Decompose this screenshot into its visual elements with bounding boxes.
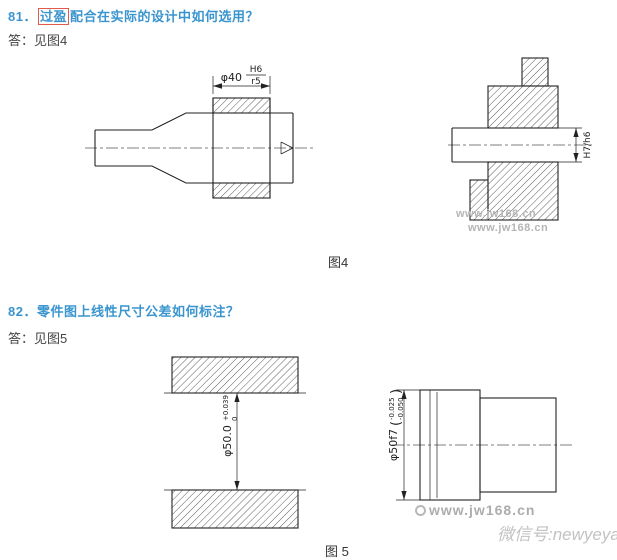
shaft-right-section: [479, 397, 557, 493]
hub-top-boss: [521, 57, 549, 87]
dim-arrow-down: [401, 491, 407, 500]
watermark-fig5: www.jw168.cn: [415, 502, 535, 518]
hub-body-bottom: [487, 161, 559, 221]
shaft-outline: [94, 112, 294, 184]
fig4-fit-label: H7/h6: [583, 131, 593, 158]
figure-4-drawing: φ40 H6 r5 H7/h6: [85, 57, 593, 221]
fig4-dim-value: φ40: [221, 71, 242, 84]
bore-wall-bottom: [171, 489, 299, 529]
answer-81: 答：见图4: [8, 33, 68, 48]
fig5-bore-dim: φ50.0: [221, 425, 234, 457]
question-81-title: 81．过盈配合在实际的设计中如何选用？: [8, 6, 259, 25]
hub-section-bottom: [212, 182, 271, 199]
wechat-watermark: 微信号:newyeya: [497, 525, 617, 544]
hub-foot: [469, 179, 489, 221]
fig5-bore-drawing: φ50.0 +0.039 0: [164, 356, 306, 529]
hub-body-top: [487, 85, 559, 129]
fig4-shaft-drawing: φ40 H6 r5: [85, 65, 315, 199]
dim-arrow-down: [234, 481, 240, 490]
fig5-shaft-dim: φ50f7: [387, 429, 400, 461]
dim-arrow-up: [401, 390, 407, 399]
center-drill-mark: [280, 141, 294, 155]
fig5-shaft-tol-upper: -0.025: [388, 397, 396, 420]
dim-arrow-down: [573, 153, 579, 162]
shaft-dimension-lines: [396, 389, 420, 501]
fig4-hub-drawing: H7/h6: [448, 57, 593, 221]
highlight-term: 过盈: [37, 8, 69, 25]
fig5-bore-tol-upper: +0.039: [222, 395, 230, 421]
fig5-bore-tol-lower: 0: [231, 417, 239, 421]
figure-4-caption: 图4: [328, 255, 349, 270]
question-81-number: 81．: [8, 9, 37, 24]
dim-arrow-up: [234, 393, 240, 402]
figure-5-drawing: φ50.0 +0.039 0 φ50f7 ( -0.025 -0.050 ): [164, 356, 572, 529]
dim-arrow-up: [573, 128, 579, 137]
mating-shaft: [451, 127, 488, 163]
dimension-lines: [212, 76, 271, 94]
answer-82: 答：见图5: [8, 331, 68, 346]
dim-arrow-left: [213, 83, 222, 89]
watermark-logo-icon: [415, 505, 426, 516]
question-81-text: 配合在实际的设计中如何选用？: [69, 9, 259, 24]
question-82-title: 82．零件图上线性尺寸公差如何标注？: [8, 304, 240, 319]
fig5-paren-open: (: [389, 421, 404, 426]
watermark-fig4-line1: www.jw168.cn: [456, 208, 537, 220]
watermark-fig5-text: www.jw168.cn: [429, 502, 536, 518]
watermark-fig4-line2: www.jw168.cn: [468, 222, 549, 234]
hub-section-top: [212, 97, 271, 114]
bore-wall-top: [171, 356, 299, 394]
dim-arrow-right: [261, 83, 270, 89]
fig5-shaft-drawing: φ50f7 ( -0.025 -0.050 ): [387, 389, 572, 501]
fig4-dim-upper: H6: [250, 65, 263, 75]
fig5-shaft-tol-lower: -0.050: [397, 397, 405, 420]
figure-5-caption: 图 5: [325, 544, 349, 559]
fig5-paren-close: ): [389, 389, 404, 394]
fig4-dim-lower: r5: [251, 77, 260, 87]
